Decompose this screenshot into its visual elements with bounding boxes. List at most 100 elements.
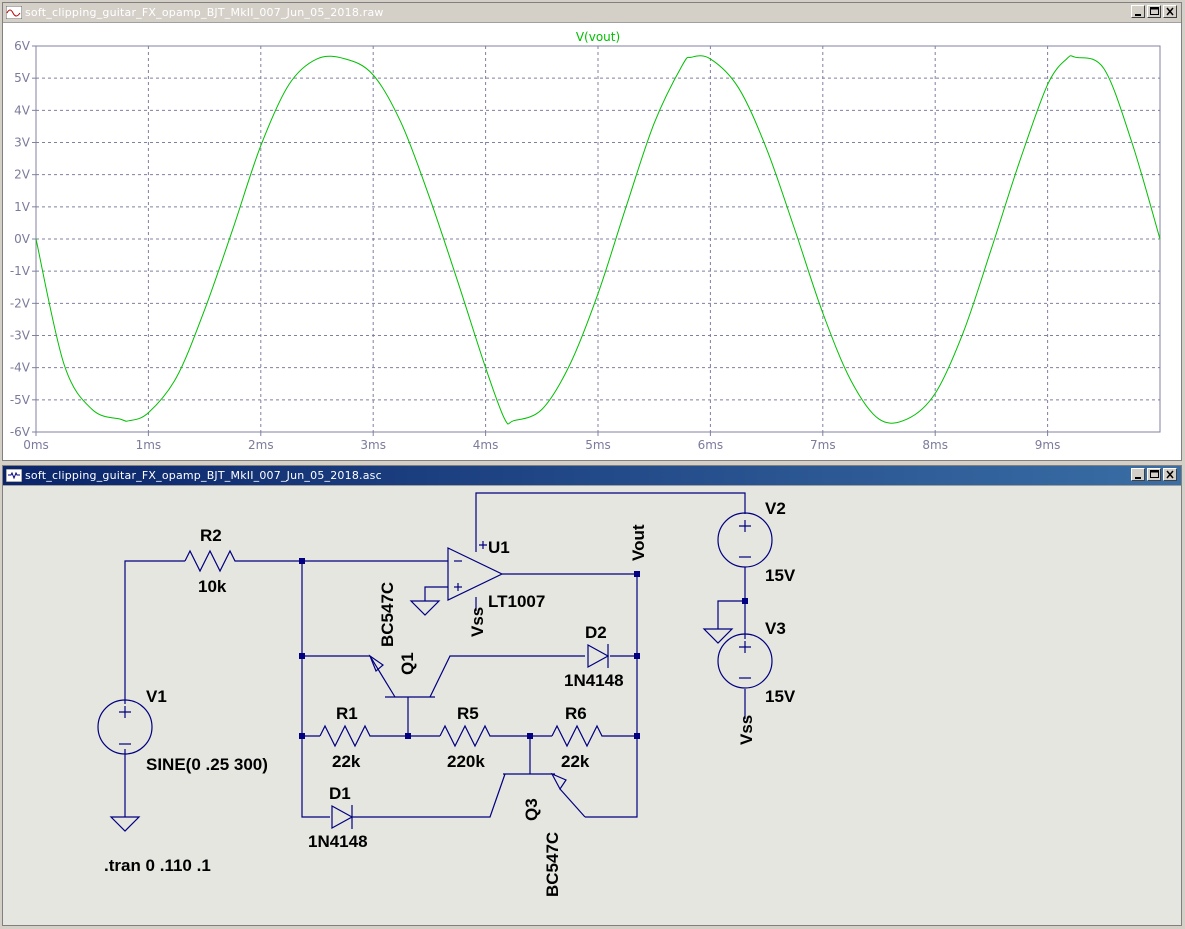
label-r2-value[interactable]: 10k	[198, 577, 227, 596]
label-q3[interactable]: Q3	[522, 798, 541, 821]
y-tick-label: -3V	[10, 329, 31, 343]
ground-icon	[409, 600, 441, 616]
schematic-window: soft_clipping_guitar_FX_opamp_BJT_MkII_0…	[2, 465, 1182, 926]
label-u1-model[interactable]: LT1007	[488, 592, 545, 611]
schematic-svg[interactable]: R2 10k U1 LT1007 Vout Vss BC547C Q1 D2 1…	[3, 486, 1181, 925]
label-d2[interactable]: D2	[585, 623, 607, 642]
label-r5-value[interactable]: 220k	[447, 752, 485, 771]
y-tick-label: 2V	[14, 168, 31, 182]
wire-v3-gnd[interactable]	[717, 600, 745, 629]
y-tick-label: 4V	[14, 103, 31, 117]
label-v3-value[interactable]: 15V	[765, 687, 796, 706]
schematic-file-icon	[6, 469, 22, 482]
x-tick-label: 4ms	[473, 438, 499, 452]
schematic-titlebar[interactable]: soft_clipping_guitar_FX_opamp_BJT_MkII_0…	[3, 466, 1181, 486]
waveform-titlebar[interactable]: soft_clipping_guitar_FX_opamp_BJT_MkII_0…	[3, 3, 1181, 23]
junction-dot	[742, 598, 748, 604]
resistor-r1[interactable]	[319, 724, 375, 748]
y-tick-label: -5V	[10, 393, 31, 407]
label-r6-value[interactable]: 22k	[561, 752, 590, 771]
close-button[interactable]	[1163, 468, 1177, 481]
junction-dot	[634, 571, 640, 577]
label-r5[interactable]: R5	[457, 704, 479, 723]
y-tick-label: -1V	[10, 264, 31, 278]
minimize-icon	[1135, 14, 1141, 16]
maximize-icon	[1150, 7, 1159, 15]
close-button[interactable]	[1163, 5, 1177, 18]
label-v2[interactable]: V2	[765, 499, 786, 518]
grounds	[109, 600, 734, 832]
resistors	[184, 549, 605, 748]
schematic-window-controls	[1131, 468, 1177, 481]
x-tick-label: 5ms	[585, 438, 611, 452]
label-u1[interactable]: U1	[488, 538, 510, 557]
close-icon	[1166, 470, 1174, 479]
wire-opamp-gnd[interactable]	[424, 586, 448, 601]
y-tick-label: -4V	[10, 361, 31, 375]
label-r1-value[interactable]: 22k	[332, 752, 361, 771]
label-v3[interactable]: V3	[765, 619, 786, 638]
junction-dot	[527, 733, 533, 739]
y-tick-label: -2V	[10, 296, 31, 310]
x-tick-label: 2ms	[248, 438, 274, 452]
minimize-button[interactable]	[1131, 468, 1145, 481]
diode-d2[interactable]	[587, 643, 610, 669]
wire-opamp-v2[interactable]	[475, 492, 746, 552]
label-d1-model[interactable]: 1N4148	[308, 832, 368, 851]
label-v1[interactable]: V1	[146, 687, 167, 706]
label-r1[interactable]: R1	[336, 704, 358, 723]
voltage-source-v3[interactable]	[717, 633, 773, 689]
x-tick-label: 9ms	[1035, 438, 1061, 452]
wire-right-bus[interactable]	[585, 574, 638, 818]
waveform-file-icon	[6, 6, 22, 19]
trace-label[interactable]: V(vout)	[576, 30, 620, 44]
resistor-r5[interactable]	[439, 724, 495, 748]
label-r2[interactable]: R2	[200, 526, 222, 545]
transistor-q3[interactable]	[503, 772, 586, 818]
label-d1[interactable]: D1	[329, 784, 351, 803]
waveform-window: soft_clipping_guitar_FX_opamp_BJT_MkII_0…	[2, 2, 1182, 461]
wire-v1-r2[interactable]	[124, 560, 185, 704]
y-tick-label: 3V	[14, 136, 31, 150]
label-v2-value[interactable]: 15V	[765, 566, 796, 585]
resistor-r6[interactable]	[551, 724, 605, 748]
net-label-vss-u1[interactable]: Vss	[468, 607, 487, 637]
maximize-button[interactable]	[1147, 468, 1161, 481]
junction-dot	[299, 733, 305, 739]
waveform-window-title: soft_clipping_guitar_FX_opamp_BJT_MkII_0…	[25, 6, 384, 19]
junction-dot	[634, 733, 640, 739]
trace-vout[interactable]	[35, 55, 1161, 425]
x-tick-label: 1ms	[136, 438, 162, 452]
y-tick-label: 6V	[14, 39, 31, 53]
transistor-q1[interactable]	[368, 654, 435, 698]
minimize-button[interactable]	[1131, 5, 1145, 18]
minimize-icon	[1135, 477, 1141, 479]
junction-dot	[405, 733, 411, 739]
label-d2-model[interactable]: 1N4148	[564, 671, 624, 690]
junction-dot	[634, 653, 640, 659]
label-r6[interactable]: R6	[565, 704, 587, 723]
label-q3-model[interactable]: BC547C	[543, 832, 562, 897]
voltage-source-v2[interactable]	[717, 512, 773, 568]
schematic-canvas[interactable]: R2 10k U1 LT1007 Vout Vss BC547C Q1 D2 1…	[3, 486, 1181, 925]
resistor-r2[interactable]	[184, 549, 240, 573]
diodes	[331, 643, 610, 830]
label-q1-model[interactable]: BC547C	[378, 582, 397, 647]
net-label-vout[interactable]: Vout	[629, 524, 648, 561]
x-tick-label: 3ms	[360, 438, 386, 452]
label-v1-value[interactable]: SINE(0 .25 300)	[146, 755, 268, 774]
opamp-u1[interactable]	[447, 541, 504, 601]
spice-directive-tran[interactable]: .tran 0 .110 .1	[104, 856, 211, 875]
diode-d1[interactable]	[331, 804, 354, 830]
net-label-vss-v3[interactable]: Vss	[737, 715, 756, 745]
y-tick-label: 1V	[14, 200, 31, 214]
wire-d1-q3[interactable]	[352, 773, 506, 818]
maximize-button[interactable]	[1147, 5, 1161, 18]
wire-left-bus[interactable]	[301, 561, 330, 818]
label-q1[interactable]: Q1	[398, 652, 417, 675]
x-tick-label: 7ms	[810, 438, 836, 452]
wire-q1-collector[interactable]	[429, 655, 585, 698]
voltage-source-v1[interactable]	[97, 699, 153, 755]
